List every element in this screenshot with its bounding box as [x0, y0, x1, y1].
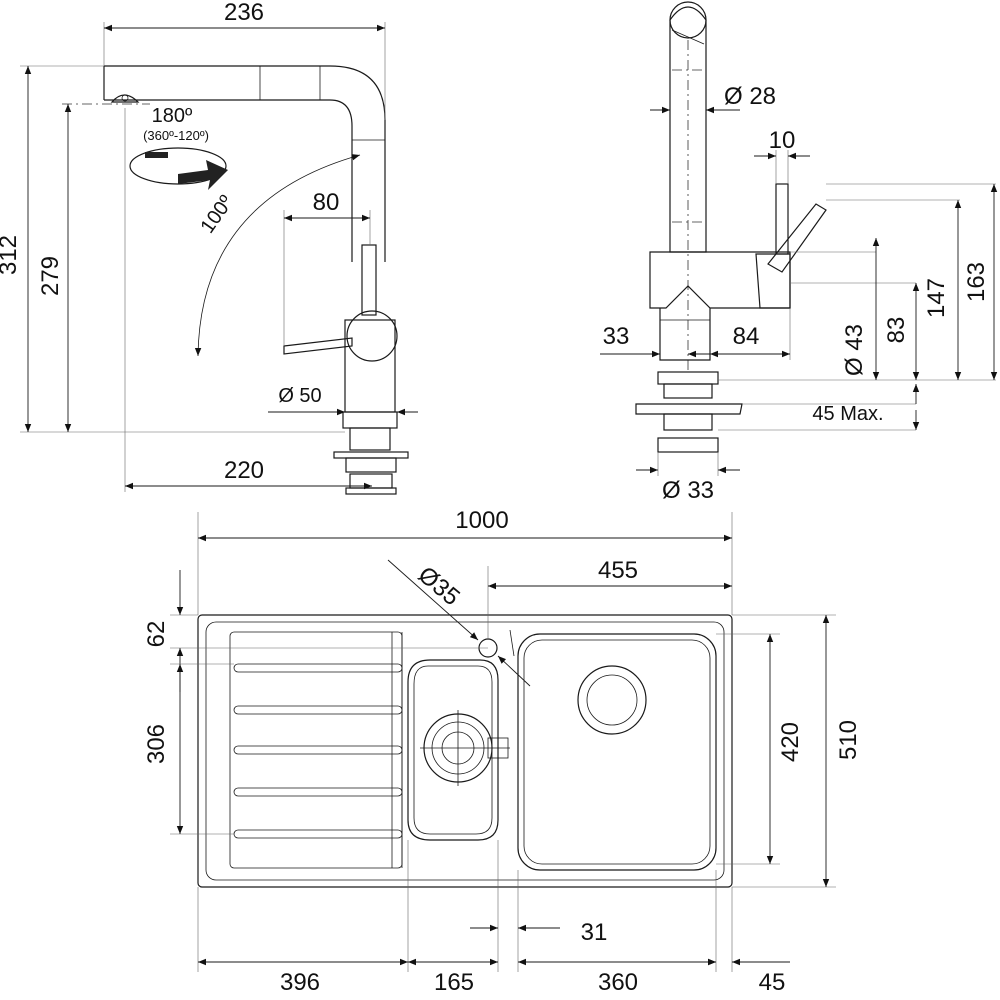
sink-top-view: Ø35 1000 455 62 306 420 510: [143, 507, 862, 996]
rotation-180-label: 180º: [152, 105, 193, 127]
dim-312-label: 312: [0, 235, 22, 275]
dim-165-label: 165: [434, 969, 474, 996]
dia-50-label: Ø 50: [278, 385, 321, 407]
max-45-label: 45 Max.: [812, 403, 883, 425]
dim-31-label: 31: [581, 919, 608, 946]
faucet-front-view: Ø 28 10 33 84 Ø 43 83 147 163: [600, 1, 998, 504]
dim-80-label: 80: [313, 189, 340, 216]
drainer-grooves: [233, 663, 403, 839]
dim-220-label: 220: [224, 457, 264, 484]
dim-455-label: 455: [598, 557, 638, 584]
dim-62-label: 62: [143, 621, 170, 648]
faucet-side-view: 236 312 279 180º (360º-120º) 100º 80 Ø 5…: [0, 0, 418, 495]
dim-236-label: 236: [224, 0, 264, 26]
angle-100-label: 100º: [196, 191, 238, 238]
dim-163-label: 163: [963, 262, 990, 302]
dim-10-label: 10: [769, 127, 796, 154]
dim-510-label: 510: [835, 720, 862, 760]
dim-396-label: 396: [280, 969, 320, 996]
dim-147-label: 147: [923, 278, 950, 318]
dim-360-label: 360: [598, 969, 638, 996]
dim-83-label: 83: [883, 317, 910, 344]
dim-45-label: 45: [759, 969, 786, 996]
dim-33-label: 33: [603, 323, 630, 350]
rotation-icon: [129, 147, 228, 190]
dia-33-label: Ø 33: [662, 477, 714, 504]
hole-dia-label: Ø35: [413, 561, 465, 611]
dia-43-label: Ø 43: [841, 324, 868, 376]
dim-84-label: 84: [733, 323, 760, 350]
dia-28-label: Ø 28: [724, 83, 776, 110]
dim-420-label: 420: [777, 722, 804, 762]
dim-279-label: 279: [37, 256, 64, 296]
rotation-range-label: (360º-120º): [143, 128, 209, 143]
dim-306-label: 306: [143, 724, 170, 764]
dim-1000-label: 1000: [455, 507, 508, 534]
